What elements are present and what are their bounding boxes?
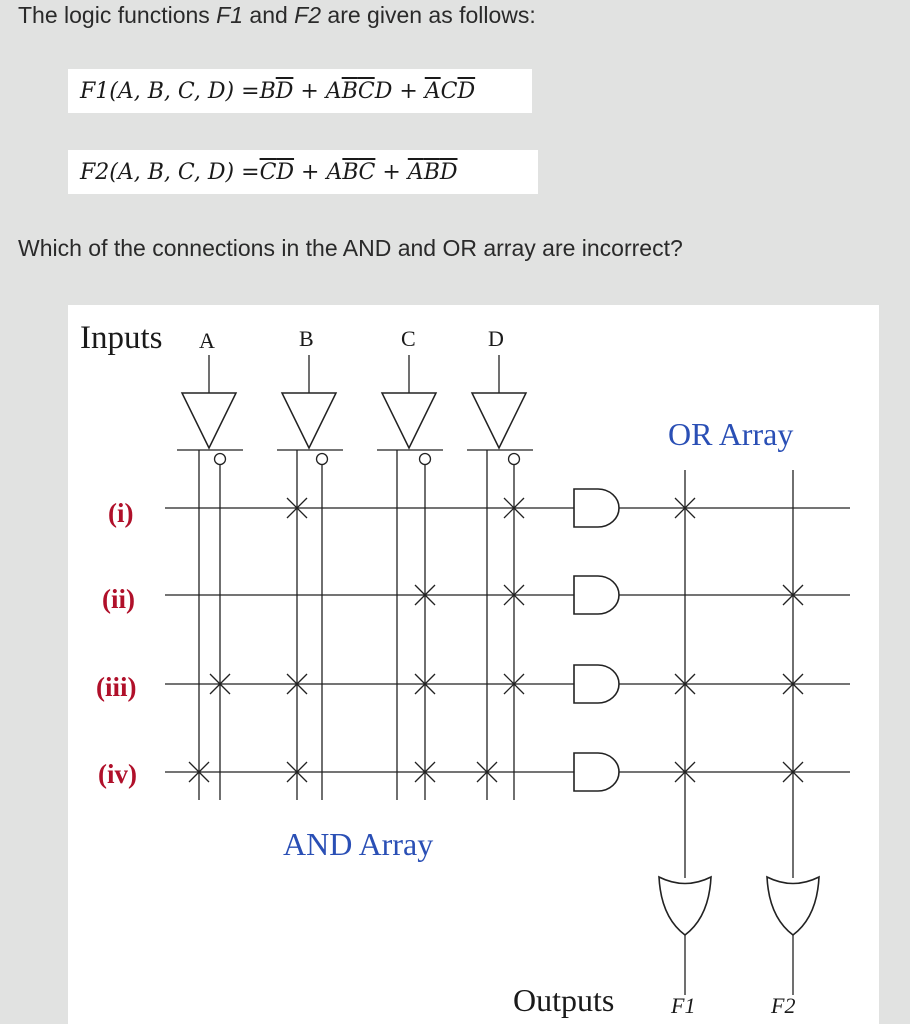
output-label-f2: F2	[770, 993, 795, 1018]
f2-term2-var1: A	[326, 159, 343, 185]
row-label-i: (i)	[108, 498, 133, 528]
f1-term1-var1: B	[259, 78, 276, 104]
and-array-label: AND Array	[283, 826, 433, 862]
f1-name: F1	[216, 2, 244, 28]
or-gate-2-icon	[766, 875, 820, 937]
outputs-label: Outputs	[513, 982, 614, 1018]
f2-term2-var3: C	[358, 159, 376, 185]
row-label-iii: (iii)	[96, 672, 137, 702]
f1-term1-var2: D	[275, 78, 294, 104]
output-label-f1: F1	[670, 993, 695, 1018]
and-connection-x-icon	[209, 673, 231, 695]
f2-lhs: F2(A, B, C, D) =	[80, 159, 260, 185]
question-prompt: Which of the connections in the AND and …	[18, 235, 683, 261]
plus-sign: +	[294, 159, 327, 185]
and-gate-4-icon	[573, 752, 620, 792]
or-connection-x-icon	[674, 761, 696, 783]
or-connection-x-icon	[782, 761, 804, 783]
or-connection-x-icon	[674, 497, 696, 519]
f2-term1-var2: D	[276, 159, 295, 185]
inputs-label: Inputs	[80, 320, 163, 356]
intro-prefix: The logic functions	[18, 2, 217, 28]
f1-term3-var3: D	[457, 78, 476, 104]
and-connection-x-icon	[503, 497, 525, 519]
f2-name: F2	[294, 2, 322, 28]
and-connection-x-icon	[414, 673, 436, 695]
plus-sign: +	[392, 78, 425, 104]
f1-term2-var1: A	[325, 78, 342, 104]
inverter-bubble-d-icon	[507, 452, 521, 466]
or-connection-x-icon	[782, 673, 804, 695]
and-connection-x-icon	[414, 584, 436, 606]
inverter-bubble-b-icon	[315, 452, 329, 466]
or-gate-1-icon	[658, 875, 712, 937]
f2-term3-var1: A	[407, 159, 424, 185]
input-label-b: B	[299, 326, 314, 351]
and-gate-2-icon	[573, 575, 620, 615]
pla-diagram: Inputs OR Array AND Array Outputs F1 F2 …	[68, 305, 879, 1024]
buffer-c-icon	[380, 392, 438, 450]
f2-term3-var2: B	[423, 159, 440, 185]
f1-term2-var4: D	[374, 78, 393, 104]
or-connection-x-icon	[782, 584, 804, 606]
or-array-label: OR Array	[668, 416, 793, 452]
f1-term3-var1: A	[424, 78, 441, 104]
f1-term2-var3: C	[357, 78, 375, 104]
and-connection-x-icon	[188, 761, 210, 783]
buffer-b-icon	[280, 392, 338, 450]
f2-term3-var3: D	[439, 159, 458, 185]
or-connection-x-icon	[674, 673, 696, 695]
and-connection-x-icon	[503, 584, 525, 606]
pla-svg: Inputs OR Array AND Array Outputs F1 F2 …	[80, 320, 850, 1018]
f1-term3-var2: C	[440, 78, 458, 104]
intro-and: and	[243, 2, 295, 28]
input-label-a: A	[199, 328, 215, 353]
f2-term2-var2: B	[342, 159, 359, 185]
buffer-a-icon	[180, 392, 238, 450]
plus-sign: +	[293, 78, 326, 104]
f1-term2-var2: B	[341, 78, 358, 104]
and-gate-3-icon	[573, 664, 620, 704]
input-label-d: D	[488, 326, 504, 351]
and-connection-x-icon	[286, 673, 308, 695]
row-label-ii: (ii)	[102, 584, 135, 614]
f1-lhs: F1(A, B, C, D) =	[80, 78, 260, 104]
and-connection-x-icon	[476, 761, 498, 783]
and-connection-x-icon	[503, 673, 525, 695]
and-connection-x-icon	[286, 497, 308, 519]
and-connection-x-icon	[414, 761, 436, 783]
and-connection-x-icon	[286, 761, 308, 783]
question-intro: The logic functions F1 and F2 are given …	[18, 2, 536, 29]
inverter-bubble-a-icon	[213, 452, 227, 466]
intro-suffix: are given as follows:	[321, 2, 536, 28]
and-gate-1-icon	[573, 488, 620, 528]
input-label-c: C	[401, 326, 416, 351]
inverter-bubble-c-icon	[418, 452, 432, 466]
row-label-iv: (iv)	[98, 759, 137, 789]
f2-term1-var1: C	[259, 159, 277, 185]
plus-sign: +	[375, 159, 408, 185]
buffer-d-icon	[470, 392, 528, 450]
